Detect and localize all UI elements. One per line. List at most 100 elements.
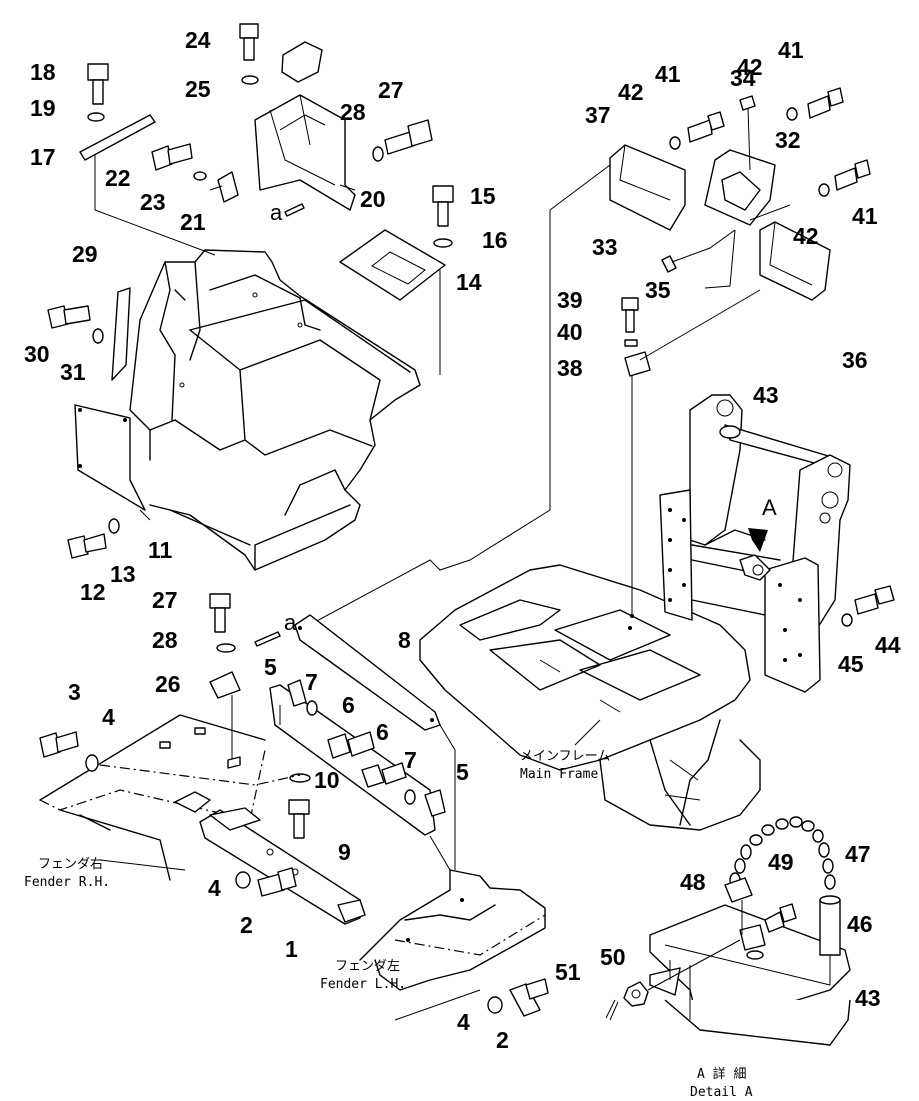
callout-33: 33 — [592, 234, 618, 260]
bolt-44 — [854, 585, 895, 615]
part-26-bracket — [209, 671, 241, 699]
bolt-27-lower — [209, 593, 231, 633]
washer-4-c — [487, 996, 503, 1014]
nut-50 — [623, 981, 649, 1007]
callout-37: 37 — [585, 102, 611, 128]
part-37-bracket — [609, 144, 686, 231]
callout-9: 9 — [338, 839, 351, 865]
bolt-2-middle — [257, 867, 297, 897]
callout-20: 20 — [360, 186, 386, 212]
floor-frame-assembly — [129, 249, 421, 571]
callout-39: 39 — [557, 287, 583, 313]
washer-4-b — [235, 871, 251, 889]
callout-23: 23 — [140, 189, 166, 215]
washer-40 — [624, 339, 638, 347]
callout-51: 51 — [555, 959, 581, 985]
callout-47: 47 — [845, 841, 871, 867]
washer-19 — [87, 112, 105, 122]
callout-10: 10 — [314, 767, 340, 793]
part-29-bracket — [111, 287, 131, 381]
callout-4-right: 4 — [457, 1009, 470, 1035]
callout-50: 50 — [600, 944, 626, 970]
fender-lh-label-jp: フェンダ左 — [335, 959, 400, 974]
callout-4-left: 4 — [102, 704, 115, 730]
callout-4-middle: 4 — [208, 875, 221, 901]
callout-numbers: 1 2 2 3 4 4 4 5 5 6 6 7 7 8 9 10 11 12 1… — [24, 27, 901, 1053]
callout-2-right: 2 — [496, 1027, 509, 1053]
bolt-41-c — [834, 159, 871, 191]
washer-28-upper — [372, 146, 384, 162]
callout-28-lower: 28 — [152, 627, 178, 653]
bolt-39 — [621, 297, 639, 333]
callout-6-right: 6 — [376, 719, 389, 745]
callout-16: 16 — [482, 227, 508, 253]
callout-31: 31 — [60, 359, 86, 385]
callout-38: 38 — [557, 355, 583, 381]
bolt-41-b — [807, 87, 844, 119]
bolt-15 — [432, 185, 454, 227]
washer-7-right — [404, 789, 416, 805]
callout-43-frame: 43 — [753, 382, 779, 408]
callout-42-b: 42 — [737, 54, 763, 80]
callout-12: 12 — [80, 579, 106, 605]
detail-a-label-en: Detail A — [690, 1085, 753, 1100]
callout-19: 19 — [30, 95, 56, 121]
callout-26: 26 — [155, 671, 181, 697]
callout-25: 25 — [185, 76, 211, 102]
washer-16 — [433, 238, 453, 248]
detail-a-label-jp: A 詳 細 — [697, 1066, 746, 1082]
callout-34: 34 — [730, 65, 756, 91]
callout-40: 40 — [557, 319, 583, 345]
callout-18: 18 — [30, 59, 56, 85]
main-frame-label-jp: メインフレーム — [520, 749, 610, 764]
part-1-crossbeam — [174, 791, 366, 925]
rod-35 — [704, 229, 736, 289]
callout-3: 3 — [68, 679, 81, 705]
washer-23 — [193, 171, 207, 181]
callout-41-c: 41 — [852, 203, 878, 229]
view-a-label: A — [762, 495, 777, 520]
washer-45 — [841, 613, 853, 627]
callout-36: 36 — [842, 347, 868, 373]
washer-31 — [92, 328, 104, 344]
washer-4-a — [85, 754, 99, 772]
washer-28-lower — [216, 643, 236, 653]
bolt-22 — [151, 143, 193, 171]
part-5-clip-right — [424, 789, 446, 817]
chain-47 — [729, 816, 836, 890]
part-5-clip-left — [287, 679, 307, 707]
pin-34 — [739, 95, 756, 171]
callout-14: 14 — [456, 269, 482, 295]
washer-13 — [108, 518, 120, 534]
callout-13: 13 — [110, 561, 136, 587]
washer-42-a — [669, 136, 681, 150]
main-frame-label-en: Main Frame — [520, 767, 598, 782]
bracket-48 — [724, 877, 753, 903]
washer-25 — [241, 75, 259, 85]
callout-43-detail: 43 — [855, 985, 881, 1011]
fender-rh-label-en: Fender R.H. — [24, 875, 110, 890]
callout-44: 44 — [875, 632, 901, 658]
bolt-12 — [67, 533, 107, 559]
callout-27-upper: 27 — [378, 77, 404, 103]
part-17-strip — [79, 114, 156, 161]
part-20-bracket — [254, 94, 356, 211]
callout-41-b: 41 — [778, 37, 804, 63]
callout-48: 48 — [680, 869, 706, 895]
bolt-41-a — [687, 111, 725, 143]
callout-22: 22 — [105, 165, 131, 191]
pin-46 — [819, 895, 841, 985]
callout-8: 8 — [398, 627, 411, 653]
callout-45: 45 — [838, 651, 864, 677]
bolt-18 — [87, 63, 109, 105]
callout-24: 24 — [185, 27, 211, 53]
callout-42-a: 42 — [618, 79, 644, 105]
callout-2-middle: 2 — [240, 912, 253, 938]
bolt-49 — [764, 903, 797, 933]
fender-rh — [39, 714, 266, 881]
callout-29: 29 — [72, 241, 98, 267]
callout-17: 17 — [30, 144, 56, 170]
callout-5-right: 5 — [456, 759, 469, 785]
callout-7-right: 7 — [404, 747, 417, 773]
